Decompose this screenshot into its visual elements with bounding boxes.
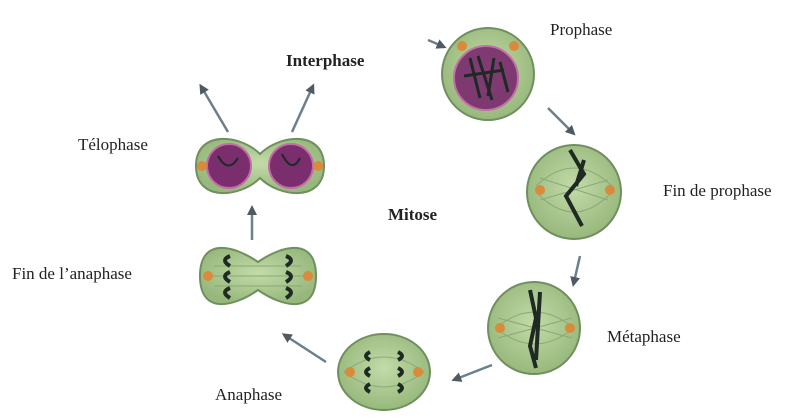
cell-metaphase [488,282,580,374]
cell-telophase [196,139,324,193]
label-prophase: Prophase [550,20,612,40]
cell-fin-anaphase [200,248,316,304]
cell-fin-prophase [527,145,621,239]
arrow-telophase-up-left [202,88,228,132]
label-telophase: Télophase [78,135,148,155]
label-anaphase: Anaphase [215,385,282,405]
arrow-prophase-to-fin-prophase [548,108,572,132]
label-mitose: Mitose [388,205,437,225]
cell-anaphase [338,334,430,410]
cell-prophase [442,28,534,120]
arrow-telophase-up-right [292,88,312,132]
label-fin-anaphase: Fin de l’anaphase [12,264,132,284]
arrow-anaphase-to-fin-anaphase [286,336,326,362]
label-metaphase: Métaphase [607,327,681,347]
arrow-interphase-to-prophase [428,40,442,46]
label-interphase: Interphase [286,51,364,71]
arrow-fin-prophase-to-metaphase [574,256,580,282]
label-fin-prophase: Fin de prophase [663,181,772,201]
arrow-metaphase-to-anaphase [456,365,492,379]
